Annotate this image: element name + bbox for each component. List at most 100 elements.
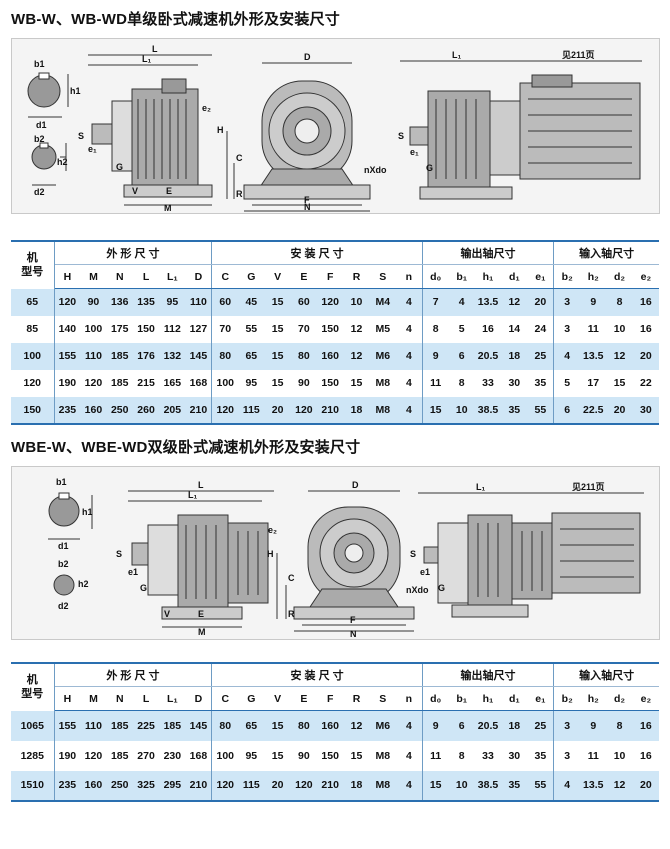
label-b2: b2	[34, 134, 45, 144]
value-cell: 8	[448, 369, 475, 397]
row-header-line1: 机	[26, 252, 38, 265]
value-cell: 33	[474, 369, 502, 397]
value-cell: 4	[395, 770, 423, 802]
label-H: H	[217, 125, 224, 135]
column-header-14: d₀	[422, 686, 449, 711]
value-cell: 55	[527, 396, 555, 425]
value-cell: 160	[80, 396, 107, 425]
group-input-shaft: 输入轴尺寸	[553, 240, 660, 265]
model-cell: 1510	[11, 770, 55, 802]
column-header-1: M	[80, 264, 107, 289]
value-cell: 3	[553, 740, 581, 771]
group2-input-shaft: 输入轴尺寸	[553, 662, 660, 687]
model-cell: 120	[11, 369, 55, 397]
value-cell: 4	[395, 315, 423, 343]
label2-D: D	[352, 480, 359, 490]
value-cell: 95	[159, 288, 186, 316]
value-cell: 80	[211, 710, 239, 741]
column-header-17: d₁	[501, 264, 528, 289]
value-cell: 15	[422, 396, 449, 425]
value-cell: 8	[422, 315, 449, 343]
value-cell: 185	[159, 710, 186, 741]
value-cell: M8	[369, 770, 396, 802]
value-cell: 150	[317, 740, 344, 771]
model-cell: 1285	[11, 740, 55, 771]
label-motor-L1: L₁	[452, 50, 461, 60]
value-cell: 225	[132, 710, 160, 741]
value-cell: 215	[132, 369, 160, 397]
value-cell: 5	[448, 315, 475, 343]
label2-b2: b2	[58, 559, 69, 569]
section2-title: WBE-W、WBE-WD双级卧式减速机外形及安装尺寸	[11, 439, 361, 456]
value-cell: 15	[264, 315, 291, 343]
value-cell: 80	[290, 710, 318, 741]
value-cell: 100	[211, 369, 239, 397]
value-cell: 120	[211, 396, 239, 425]
section1-title: WB-W、WB-WD单级卧式减速机外形及安装尺寸	[11, 11, 340, 28]
label-see-page: 见211页	[562, 50, 595, 60]
value-cell: 15	[264, 740, 291, 771]
value-cell: 120	[211, 770, 239, 802]
value-cell: 7	[422, 288, 449, 316]
value-cell: 10	[606, 740, 633, 771]
label-M: M	[164, 203, 172, 213]
value-cell: 250	[106, 770, 133, 802]
model-cell: 1065	[11, 710, 55, 741]
value-cell: 135	[132, 288, 160, 316]
value-cell: 210	[317, 770, 344, 802]
value-cell: 4	[448, 288, 475, 316]
column-header-12: S	[369, 686, 396, 711]
value-cell: 176	[132, 342, 160, 370]
value-cell: 20	[264, 396, 291, 425]
label-h1: h1	[70, 86, 81, 96]
label2-L: L	[198, 480, 204, 490]
value-cell: 55	[527, 770, 555, 802]
output-shaft-detail-2	[48, 492, 93, 596]
label2-d2: d2	[58, 601, 69, 611]
value-cell: 120	[317, 288, 344, 316]
value-cell: 11	[580, 740, 607, 771]
value-cell: 65	[238, 710, 265, 741]
value-cell: 30	[501, 369, 528, 397]
label2-E: E	[198, 609, 204, 619]
label2-d1: d1	[58, 541, 69, 551]
double-reducer-front-view	[276, 490, 415, 632]
column-header-3: L	[132, 686, 160, 711]
value-cell: 145	[185, 710, 213, 741]
value-cell: 95	[238, 369, 265, 397]
column-header-21: d₂	[606, 686, 633, 711]
group-outline-dims: 外 形 尺 寸	[54, 240, 213, 265]
value-cell: 18	[501, 342, 528, 370]
value-cell: 70	[211, 315, 239, 343]
value-cell: 15	[343, 369, 370, 397]
value-cell: 160	[317, 710, 344, 741]
value-cell: 35	[527, 369, 555, 397]
value-cell: 120	[54, 288, 81, 316]
column-header-15: b₁	[448, 264, 475, 289]
column-header-2: N	[106, 686, 133, 711]
group2-output-shaft: 输出轴尺寸	[422, 662, 555, 687]
column-header-1: M	[80, 686, 107, 711]
column-header-8: V	[264, 264, 291, 289]
value-cell: 150	[317, 369, 344, 397]
value-cell: 55	[238, 315, 265, 343]
label-motor-e1: e₁	[410, 147, 419, 157]
label2-motor-L1: L₁	[476, 482, 485, 492]
value-cell: 90	[290, 740, 318, 771]
value-cell: 15	[422, 770, 449, 802]
group-output-shaft: 输出轴尺寸	[422, 240, 555, 265]
label-L: L	[152, 44, 158, 54]
value-cell: 270	[132, 740, 160, 771]
value-cell: 12	[501, 288, 528, 316]
section2-drawing: b1 h1 d1 b2 h2 d2 L L₁ S e1 e₂ G	[11, 466, 660, 640]
label-d2: d2	[34, 187, 45, 197]
value-cell: M4	[369, 288, 396, 316]
value-cell: 155	[54, 342, 81, 370]
column-header-16: h₁	[474, 264, 502, 289]
label2-G: G	[140, 583, 147, 593]
value-cell: 70	[290, 315, 318, 343]
value-cell: 12	[343, 342, 370, 370]
value-cell: 16	[632, 710, 660, 741]
value-cell: 38.5	[474, 770, 502, 802]
